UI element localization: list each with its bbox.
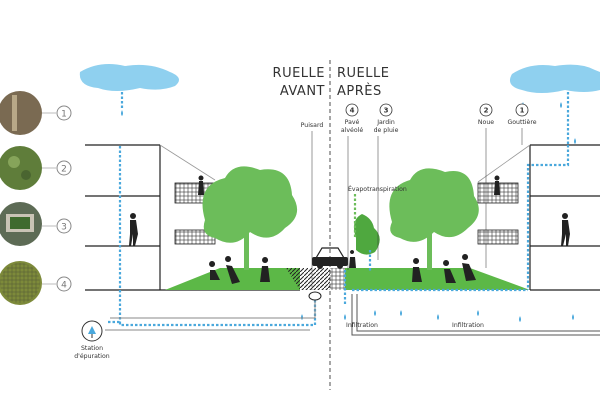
permeable-paving-after — [330, 268, 345, 290]
tree-right-canopy — [389, 168, 479, 242]
asphalt-before — [286, 268, 330, 290]
person-sitting — [209, 261, 220, 280]
person-balcony-right — [494, 175, 500, 195]
rain-drop-icon — [519, 316, 521, 322]
rain-drop-icon — [374, 310, 376, 316]
marker-2: 2 — [484, 107, 489, 115]
sewer-flow-left — [118, 300, 317, 327]
cloud-right-icon — [509, 64, 600, 93]
label-infiltration-left: Infiltration — [346, 322, 378, 329]
car-wheel — [317, 263, 323, 269]
people — [129, 175, 570, 284]
building-right — [477, 144, 600, 291]
legend-number-3: 3 — [61, 223, 67, 233]
marker-3: 3 — [384, 107, 389, 115]
building-left-roof-edge — [159, 144, 216, 181]
legend-number-4: 4 — [61, 281, 67, 291]
rain-drop-icon — [400, 310, 402, 316]
balcony-right-lower — [477, 229, 519, 245]
marker-circle-1 — [515, 103, 529, 117]
title-after-line2: APRÈS — [337, 83, 382, 99]
legend-item-3: 3 — [0, 202, 72, 246]
label-jardin-line2: de pluie — [374, 127, 399, 134]
section-titles: RUELLE AVANT RUELLE APRÈS — [273, 66, 389, 99]
downspout-photo — [0, 91, 42, 135]
label-station-line1: Station — [81, 345, 103, 352]
building-right-roof-edge — [477, 144, 531, 183]
tree-right-trunk — [427, 230, 432, 270]
treatment-plant-icon — [81, 320, 103, 342]
tree-left — [202, 166, 298, 270]
legend-number-2: 2 — [61, 165, 67, 175]
legend-number-circle-3 — [56, 218, 72, 234]
legend-number-1: 1 — [61, 110, 67, 120]
swale-photo-texture — [21, 170, 31, 180]
rain-drop-icon — [344, 314, 346, 320]
rain-drop-icon — [572, 314, 574, 320]
person-right-building — [561, 213, 570, 246]
rain-drop-icon — [301, 314, 303, 320]
marker-circle-2 — [479, 103, 493, 117]
person-sitting — [225, 256, 240, 284]
catch-basin-icon — [308, 291, 322, 301]
marker-4: 4 — [350, 107, 355, 115]
rain-drop-icon — [560, 102, 562, 108]
pipe-right-inner — [356, 294, 600, 332]
cloud-left-icon — [79, 64, 179, 91]
person-left-building — [129, 213, 138, 246]
car-wheel — [337, 263, 343, 269]
label-evapotranspiration: Évapotranspiration — [348, 184, 407, 193]
label-puisard: Puisard — [301, 122, 324, 129]
label-station-line2: d'épuration — [74, 352, 110, 360]
label-jardin-line1: Jardin — [376, 119, 395, 126]
legend-number-circle-4 — [56, 276, 72, 292]
rain-drop-icon — [574, 138, 576, 144]
label-pave-line1: Pavé — [345, 118, 360, 126]
gutter-flow-right — [526, 145, 570, 290]
tree-left-canopy — [202, 166, 298, 243]
rain-drop-icon — [437, 314, 439, 320]
alley-grass-right — [345, 268, 530, 290]
legend-number-circle-2 — [56, 160, 72, 176]
legend-item-1: 1 — [0, 91, 72, 135]
title-after-line1: RUELLE — [337, 66, 389, 81]
swale-photo-texture — [8, 156, 20, 168]
legend-item-4: 4 — [0, 261, 72, 305]
downspout-photo-pipe — [12, 95, 17, 131]
legend: 1 2 3 4 — [0, 91, 72, 305]
pipe-left — [110, 298, 316, 319]
label-gouttiere: Gouttière — [507, 118, 536, 126]
permeable-paver-photo-grid — [0, 263, 40, 303]
tree-left-trunk — [244, 228, 249, 270]
water-flow — [108, 92, 570, 327]
person-sitting — [443, 260, 456, 283]
person-balcony-left — [198, 175, 204, 195]
rain-garden-shrub — [354, 214, 380, 255]
rain-garden-photo-plants — [10, 217, 30, 229]
person-sitting — [462, 254, 476, 281]
marker-1: 1 — [520, 107, 525, 115]
label-noue: Noue — [478, 119, 494, 126]
legend-item-2: 2 — [0, 146, 72, 190]
tree-right — [389, 168, 479, 270]
label-infiltration-right: Infiltration — [452, 322, 484, 329]
title-before-line2: AVANT — [280, 84, 325, 99]
label-pave-line2: alvéolé — [341, 126, 363, 134]
rain-drop-icon — [121, 110, 123, 116]
swale-photo — [0, 146, 42, 190]
marker-circle-3 — [379, 103, 393, 117]
callouts: Puisard 4 Pavé alvéolé 3 Jardin de pluie… — [74, 103, 537, 360]
pipe-right-outer — [351, 294, 600, 336]
car-icon — [312, 247, 348, 269]
person-sitting — [412, 258, 422, 282]
child-figure — [349, 250, 356, 268]
marker-circle-4 — [345, 103, 359, 117]
rain-drop-icon — [477, 310, 479, 316]
legend-number-circle-1 — [56, 105, 72, 121]
pipes — [105, 291, 600, 336]
person-sitting — [260, 257, 270, 282]
title-before-line1: RUELLE — [273, 66, 325, 81]
